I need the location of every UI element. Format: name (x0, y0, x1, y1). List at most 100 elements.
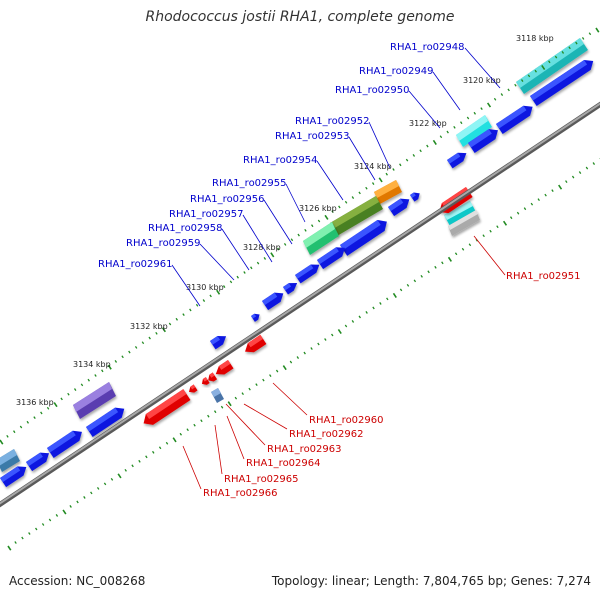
tick-mark (412, 154, 416, 157)
gene-ro02955[interactable] (330, 196, 383, 236)
gene-reverse[interactable] (245, 334, 267, 353)
tick-mark (548, 60, 551, 64)
tick-mark (216, 289, 221, 295)
gene-label-ro02950[interactable]: RHA1_ro02950 (335, 85, 410, 96)
gene-label-ro02953[interactable]: RHA1_ro02953 (275, 131, 350, 142)
tick-mark (406, 283, 410, 287)
highlighted-genes (0, 38, 588, 472)
gene-forward[interactable] (468, 129, 498, 153)
tick-mark (124, 468, 127, 472)
gene-label-ro02962[interactable]: RHA1_ro02962 (289, 429, 364, 440)
gene-ro02948[interactable] (516, 38, 588, 94)
tick-mark (96, 486, 100, 490)
tick-mark (502, 220, 508, 226)
tick-mark (19, 425, 23, 429)
tick-mark (21, 536, 24, 540)
tick-mark (568, 46, 571, 50)
gene-forward[interactable] (447, 152, 467, 169)
gene-forward[interactable] (410, 192, 420, 202)
gene-label-ro02948[interactable]: RHA1_ro02948 (390, 42, 465, 53)
gene-ro02956[interactable] (303, 222, 339, 255)
tick-mark (0, 439, 4, 445)
gene-forward[interactable] (317, 247, 346, 270)
tick-mark (575, 41, 578, 45)
tick-mark (117, 473, 122, 479)
gene-forward[interactable] (47, 430, 82, 458)
tick-mark (179, 432, 183, 436)
tick-label: 3126 kbp (299, 204, 337, 213)
genome-summary-text: Topology: linear; Length: 7,804,765 bp; … (271, 574, 591, 588)
gene-label-ro02952[interactable]: RHA1_ro02952 (295, 116, 370, 127)
tick-mark (158, 446, 162, 450)
gene-label-ro02955[interactable]: RHA1_ro02955 (212, 178, 287, 189)
gene-label-ro02959[interactable]: RHA1_ro02959 (126, 238, 201, 249)
gene-forward[interactable] (283, 282, 298, 295)
tick-mark (516, 211, 520, 215)
gene-edge-teal[interactable] (0, 449, 20, 472)
gene-forward[interactable] (26, 452, 50, 472)
leader-line (263, 199, 293, 245)
gene-forward[interactable] (530, 59, 594, 106)
gene-reverse[interactable] (188, 384, 198, 393)
gene-label-ro02961[interactable]: RHA1_ro02961 (98, 259, 173, 270)
tick-mark (262, 378, 265, 382)
tick-mark (461, 247, 465, 251)
tick-track (0, 27, 600, 551)
gene-reverse[interactable] (208, 372, 218, 382)
gene-label-ro02949[interactable]: RHA1_ro02949 (359, 66, 434, 77)
tick-mark (189, 308, 192, 312)
tick-mark (94, 374, 97, 377)
gene-forward[interactable] (295, 264, 320, 284)
gene-label-ro02965[interactable]: RHA1_ro02965 (224, 474, 299, 485)
tick-mark (202, 299, 206, 302)
tick-label: 3128 kbp (243, 243, 281, 252)
gene-forward[interactable] (262, 292, 284, 311)
gene-ro02954[interactable] (374, 180, 402, 204)
gene-reverse[interactable] (215, 360, 234, 375)
gene-label-ro02960[interactable]: RHA1_ro02960 (309, 415, 384, 426)
tick-mark (378, 177, 383, 183)
leader-line (316, 160, 344, 201)
gene-label-ro02966[interactable]: RHA1_ro02966 (203, 488, 278, 499)
tick-mark (453, 125, 456, 129)
gene-forward[interactable] (0, 466, 27, 488)
tick-mark (496, 225, 499, 229)
gene-label-ro02954[interactable]: RHA1_ro02954 (243, 155, 318, 166)
tick-mark (33, 416, 36, 420)
tick-mark (229, 280, 233, 284)
gene-reverse[interactable] (143, 389, 191, 425)
gene-label-ro02951[interactable]: RHA1_ro02951 (506, 271, 581, 282)
tick-mark (53, 402, 58, 408)
gene-ro02963[interactable] (211, 388, 224, 403)
gene-label-ro02958[interactable]: RHA1_ro02958 (148, 223, 223, 234)
tick-mark (358, 315, 361, 319)
tick-mark (222, 285, 226, 288)
tick-mark (544, 193, 547, 197)
gene-label-ro02964[interactable]: RHA1_ro02964 (246, 458, 321, 469)
gene-label-ro02963[interactable]: RHA1_ro02963 (267, 444, 342, 455)
gene-forward[interactable] (388, 198, 410, 217)
gene-forward[interactable] (251, 313, 260, 322)
tick-mark (482, 234, 485, 238)
leader-line (226, 415, 245, 460)
gene-ro02966-purple[interactable] (73, 382, 116, 419)
tick-mark (520, 79, 524, 82)
tick-mark (324, 214, 329, 220)
gene-forward[interactable] (496, 105, 533, 134)
tick-mark (250, 266, 253, 270)
tick-mark (303, 351, 306, 355)
tick-mark (413, 279, 417, 283)
gene-ro02951-reverse[interactable] (444, 201, 480, 236)
tick-mark (338, 205, 341, 209)
tick-mark (317, 219, 321, 223)
gene-forward[interactable] (340, 220, 387, 256)
gene-ro02950[interactable] (456, 115, 492, 147)
gene-reverse[interactable] (201, 377, 210, 385)
gene-forward[interactable] (210, 336, 227, 350)
tick-mark (200, 419, 203, 423)
gene-label-ro02957[interactable]: RHA1_ro02957 (169, 209, 244, 220)
gene-forward[interactable] (86, 407, 125, 437)
gene-label-ro02956[interactable]: RHA1_ro02956 (190, 194, 265, 205)
